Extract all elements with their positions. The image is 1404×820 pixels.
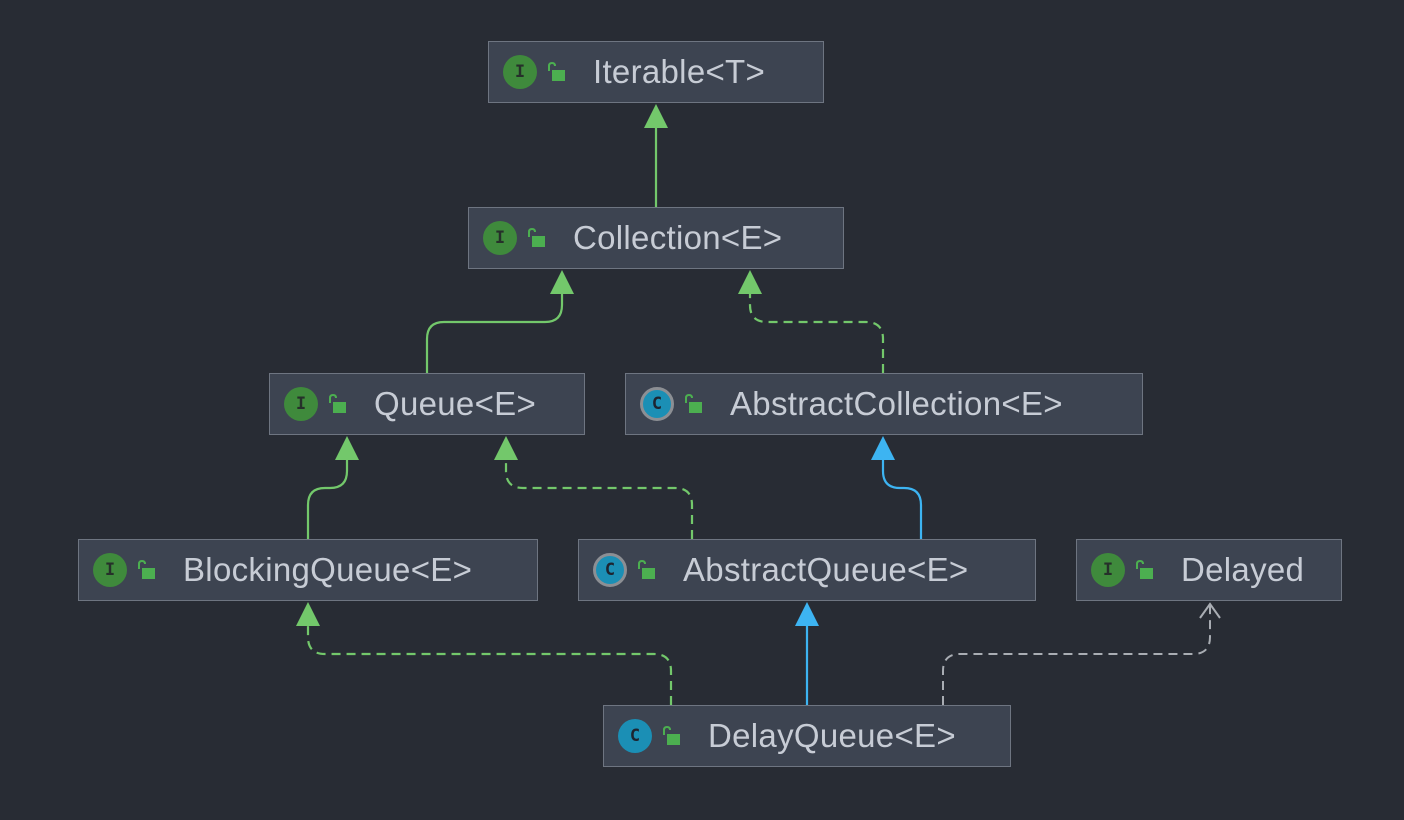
public-unlock-icon — [548, 61, 565, 81]
public-unlock-icon — [138, 559, 155, 579]
class-name-label: Delayed — [1181, 551, 1305, 588]
node-delay-queue[interactable]: C DelayQueue<E> — [603, 705, 1011, 767]
interface-icon: I — [503, 55, 537, 89]
public-unlock-icon — [1136, 559, 1153, 579]
public-unlock-icon — [663, 725, 680, 745]
class-name-label: Collection<E> — [573, 219, 783, 256]
class-name-label: Iterable<T> — [593, 53, 766, 90]
node-abstract-collection[interactable]: C AbstractCollection<E> — [625, 373, 1143, 435]
class-name-label: AbstractCollection<E> — [730, 385, 1063, 422]
node-queue[interactable]: I Queue<E> — [269, 373, 585, 435]
node-iterable[interactable]: I Iterable<T> — [488, 41, 824, 103]
edge-abstractqueue-queue — [494, 436, 694, 539]
edge-delayqueue-delayed — [942, 602, 1221, 705]
public-unlock-icon — [638, 559, 655, 579]
public-unlock-icon — [685, 393, 702, 413]
edge-delayqueue-abstractqueue — [795, 602, 819, 705]
interface-icon: I — [284, 387, 318, 421]
node-delayed[interactable]: I Delayed — [1076, 539, 1342, 601]
public-unlock-icon — [329, 393, 346, 413]
edge-blockingqueue-queue — [306, 436, 359, 539]
edge-abstractcollection-collection — [738, 270, 885, 373]
class-name-label: Queue<E> — [374, 385, 537, 422]
abstract-class-icon: C — [640, 387, 674, 421]
class-name-label: BlockingQueue<E> — [183, 551, 473, 588]
interface-icon: I — [1091, 553, 1125, 587]
edge-abstractqueue-abstractcollection — [871, 436, 923, 539]
node-abstract-queue[interactable]: C AbstractQueue<E> — [578, 539, 1036, 601]
edge-queue-collection — [425, 270, 574, 373]
interface-icon: I — [483, 221, 517, 255]
node-blocking-queue[interactable]: I BlockingQueue<E> — [78, 539, 538, 601]
interface-icon: I — [93, 553, 127, 587]
edge-delayqueue-blockingqueue — [296, 602, 673, 705]
public-unlock-icon — [528, 227, 545, 247]
edge-collection-iterable — [644, 104, 668, 207]
abstract-class-icon: C — [593, 553, 627, 587]
class-icon: C — [618, 719, 652, 753]
class-name-label: AbstractQueue<E> — [683, 551, 969, 588]
class-name-label: DelayQueue<E> — [708, 717, 956, 754]
node-collection[interactable]: I Collection<E> — [468, 207, 844, 269]
